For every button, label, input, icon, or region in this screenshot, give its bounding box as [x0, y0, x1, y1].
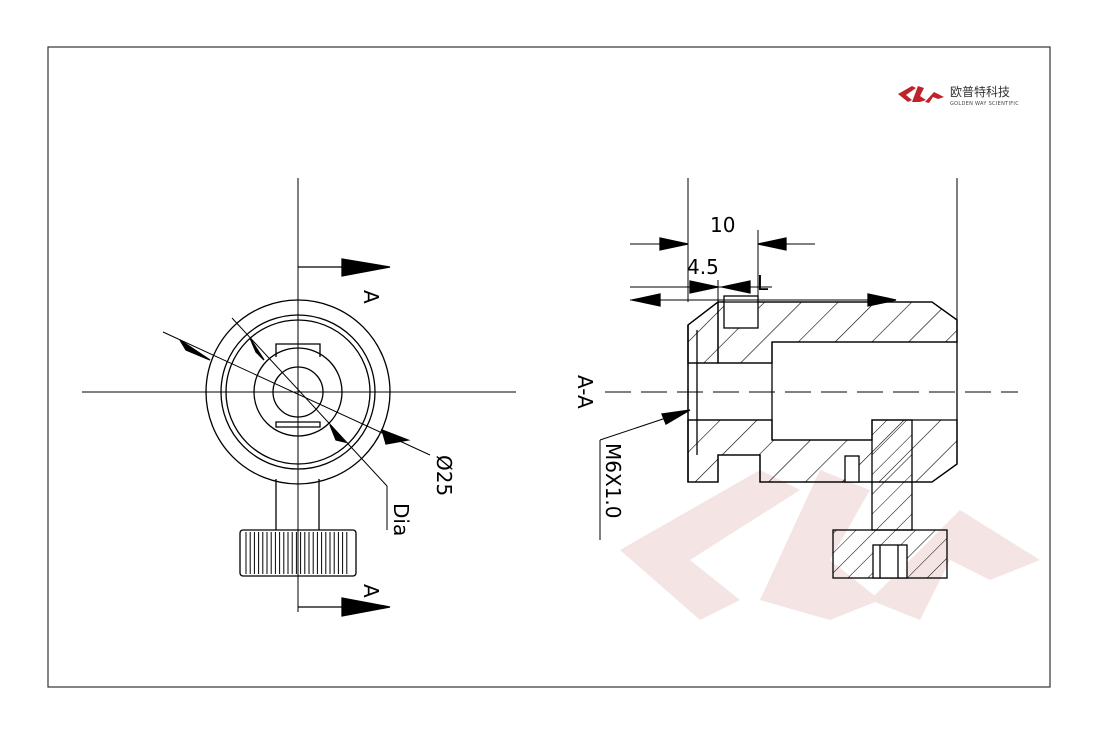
- thread-label: M6X1.0: [601, 443, 625, 519]
- flange-upper: [687, 300, 719, 364]
- brand-mark-icon: [898, 86, 944, 103]
- brand-name-en: GOLDEN WAY SCIENTIFIC: [950, 101, 1019, 107]
- hub-circle: [272, 366, 324, 418]
- diameter-arrow-left: [179, 339, 211, 361]
- dia-label: Dia: [389, 503, 413, 536]
- inner-ring-2: [225, 319, 371, 465]
- dia-arrow-bottom: [329, 424, 347, 444]
- dim-L-label: L: [757, 271, 769, 295]
- dim-4-5-arrow-left: [689, 280, 719, 294]
- dim-long-arrow-left: [631, 293, 661, 307]
- screw-stem: [871, 419, 913, 531]
- dia-leader: [231, 317, 388, 487]
- section-label-top: A: [359, 290, 383, 304]
- bore-circle: [253, 347, 343, 437]
- top-slot: [275, 343, 321, 357]
- front-view: [82, 178, 516, 617]
- section-body-lower: [687, 419, 958, 483]
- dim-long-arrow-right: [867, 293, 897, 307]
- section-arrow-bottom: [341, 597, 391, 617]
- section-label-bottom: A: [359, 584, 383, 598]
- watermark-logo: [620, 470, 1040, 620]
- outer-ring: [205, 299, 391, 485]
- dia-arrow-top: [249, 337, 265, 361]
- bottom-slot: [275, 421, 321, 428]
- diameter-label: Ø25: [432, 455, 456, 496]
- dim-4-5-label: 4.5: [687, 255, 719, 279]
- dim-L-arrow: [721, 280, 751, 294]
- thread-arrow: [661, 409, 691, 425]
- knurl-lines: [245, 532, 348, 574]
- dim-10-arrow-left: [659, 237, 689, 251]
- section-arrow-top: [341, 258, 391, 277]
- section-view: [599, 178, 1018, 579]
- screw-tip: [844, 455, 860, 483]
- drawing-frame: [47, 46, 1051, 688]
- diameter-arrow-right: [381, 428, 411, 445]
- brand-name-cn: 欧普特科技: [950, 84, 1010, 99]
- dim-10-label: 10: [710, 213, 735, 237]
- slot-cut: [723, 295, 759, 329]
- knurled-knob: [239, 529, 357, 577]
- section-title: A-A: [573, 375, 597, 409]
- knob-insert: [872, 544, 908, 579]
- dim-10-arrow-right: [757, 237, 787, 251]
- brand-logo: 欧普特科技 GOLDEN WAY SCIENTIFIC: [898, 84, 1019, 107]
- inner-ring-1: [220, 314, 376, 470]
